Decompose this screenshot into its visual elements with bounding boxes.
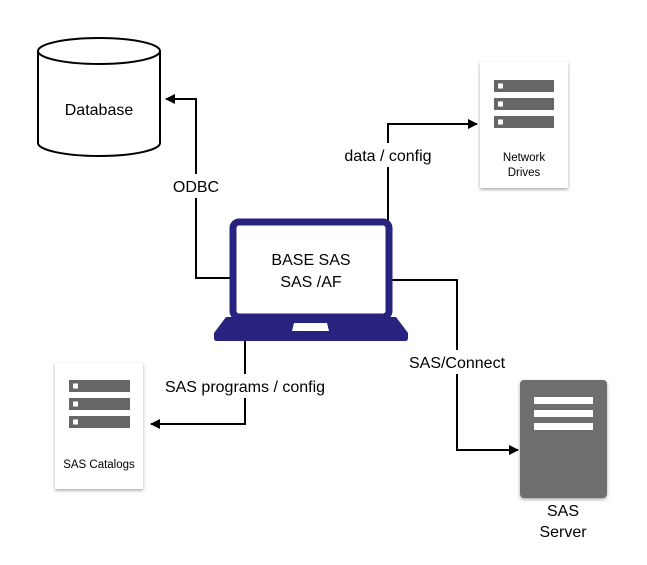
data-config-connector bbox=[387, 119, 478, 222]
laptop-trackpad bbox=[292, 323, 329, 331]
database-label: Database bbox=[65, 102, 134, 119]
sas-server-label-line1: SAS bbox=[547, 503, 579, 520]
network-drives-node: Network Drives bbox=[480, 62, 568, 188]
server-rack-icon bbox=[69, 380, 130, 428]
network-drives-label-line2: Drives bbox=[508, 167, 541, 179]
database-node: Database bbox=[37, 37, 161, 157]
sas-programs-label: SAS programs / config bbox=[165, 379, 325, 396]
sas-catalogs-node: SAS Catalogs bbox=[55, 363, 143, 489]
sas-programs-label-group: SAS programs / config bbox=[152, 374, 338, 398]
sas-connect-label-group: SAS/Connect bbox=[400, 350, 514, 374]
odbc-label-group: ODBC bbox=[168, 174, 224, 198]
sas-programs-connector bbox=[150, 341, 246, 429]
odbc-label: ODBC bbox=[173, 179, 219, 196]
network-drives-label-line1: Network bbox=[503, 152, 545, 164]
data-config-label-group: data / config bbox=[333, 143, 443, 167]
server-rack-icon bbox=[494, 80, 554, 128]
laptop-screen bbox=[229, 218, 393, 321]
server-tower-icon bbox=[520, 380, 607, 498]
sas-connect-label: SAS/Connect bbox=[409, 355, 506, 372]
sas-server-label-line2: Server bbox=[539, 524, 587, 541]
sas-catalogs-label: SAS Catalogs bbox=[63, 459, 135, 471]
laptop-node: BASE SAS SAS /AF bbox=[214, 218, 408, 341]
database-icon bbox=[37, 51, 161, 157]
sas-server-node: SAS Server bbox=[520, 380, 607, 541]
laptop-label-line1: BASE SAS bbox=[271, 252, 350, 269]
data-config-label: data / config bbox=[344, 148, 431, 165]
laptop-label-line2: SAS /AF bbox=[280, 274, 342, 291]
